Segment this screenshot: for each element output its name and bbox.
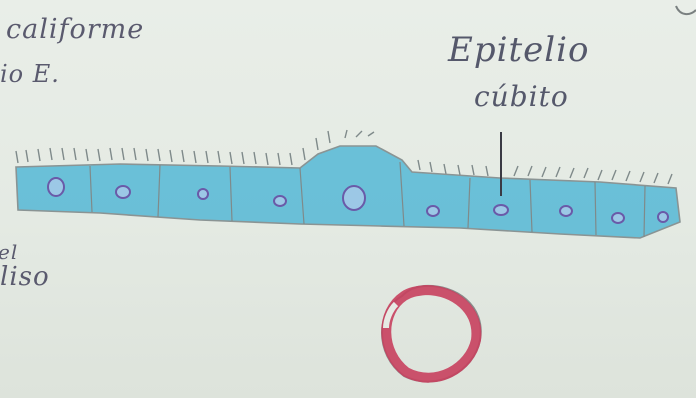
label-epitelio: Epitelio bbox=[448, 30, 589, 70]
nucleus-3 bbox=[198, 189, 208, 199]
nucleus-8 bbox=[560, 206, 572, 216]
nucleus-7 bbox=[494, 205, 508, 215]
nucleus-9 bbox=[612, 213, 624, 223]
nucleus-1 bbox=[48, 178, 64, 196]
red-ring-sketch bbox=[382, 286, 481, 382]
label-el: el bbox=[0, 240, 18, 264]
nucleus-4 bbox=[274, 196, 286, 206]
label-caliciforme: califorme bbox=[6, 14, 144, 45]
nucleus-2 bbox=[116, 186, 130, 198]
nucleus-10 bbox=[658, 212, 668, 222]
label-cubito: cúbito bbox=[474, 80, 569, 113]
nucleus-5 bbox=[343, 186, 365, 210]
nucleus-6 bbox=[427, 206, 439, 216]
partial-mark bbox=[676, 6, 696, 14]
label-epitelio-e: io E. bbox=[0, 60, 60, 88]
label-liso: liso bbox=[0, 262, 50, 292]
